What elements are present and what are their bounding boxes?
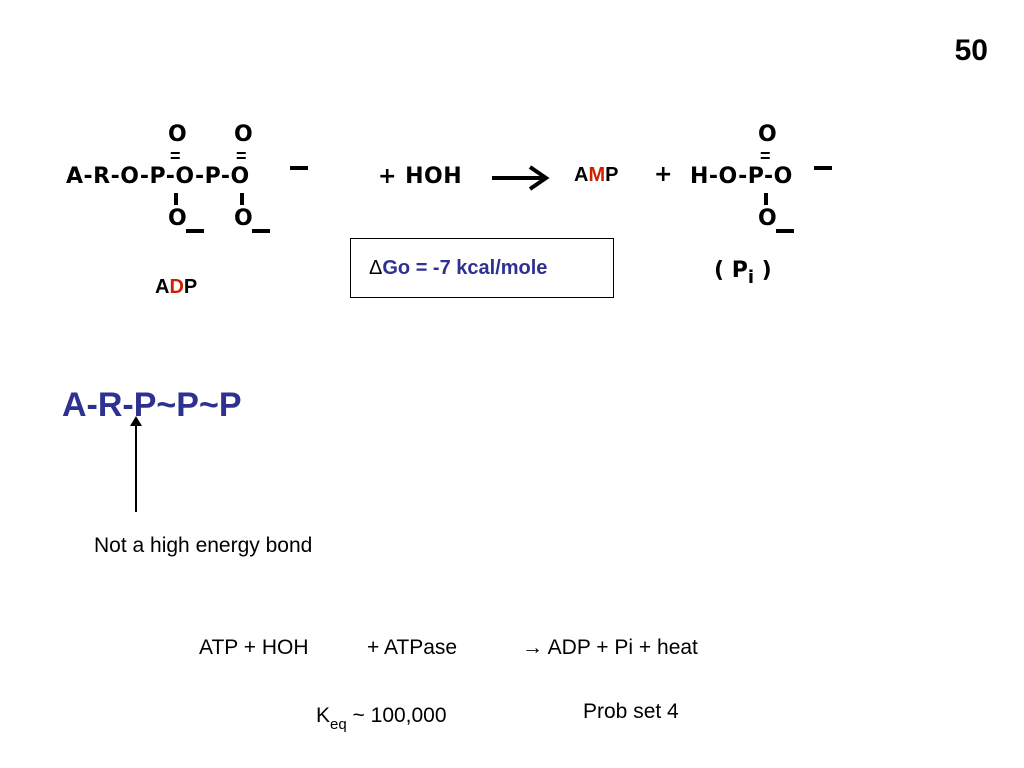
atp-chain: A-R-P~P~P: [62, 386, 242, 424]
adp-main-chain: A-R-O-P-O-P-O: [66, 164, 250, 189]
pointer-arrow-head: [130, 416, 142, 426]
pi-single-bond: [764, 193, 768, 205]
product-amp: AMP: [574, 164, 619, 186]
double-bond-1: =: [170, 146, 181, 166]
adp-oxygen-bottom-1: O: [168, 206, 188, 231]
equation-part2: + ATPase: [367, 636, 458, 659]
pi-minus: [776, 229, 794, 233]
minus-1: [186, 229, 204, 233]
pi-chain: H-O-P-O: [690, 164, 793, 189]
slide-number: 50: [954, 34, 988, 67]
adp-charge-minus: [290, 166, 308, 170]
plus-sign: +: [654, 162, 673, 187]
pi-oxygen-bottom: O: [758, 206, 778, 231]
delta-g-box: ΔGo = -7 kcal/mole: [350, 238, 614, 298]
adp-oxygen-top-1: O: [168, 122, 188, 147]
reactant-hoh: + HOH: [378, 164, 463, 189]
adp-label: ADP: [155, 276, 198, 298]
pi-label: ( Pi ): [714, 258, 772, 288]
adp-oxygen-top-2: O: [234, 122, 254, 147]
double-bond-2: =: [236, 146, 247, 166]
pi-double-bond: =: [760, 146, 771, 166]
equation-part1: ATP + HOH: [199, 636, 309, 659]
adp-oxygen-bottom-2: O: [234, 206, 254, 231]
keq-text: Keq ~ 100,000: [316, 704, 447, 733]
prob-set-text: Prob set 4: [583, 700, 679, 723]
pi-oxygen-top: O: [758, 122, 778, 147]
minus-2: [252, 229, 270, 233]
pointer-arrow-line: [135, 424, 137, 512]
delta-g-text: ΔGo = -7 kcal/mole: [369, 257, 548, 279]
reaction-arrow-icon: [492, 165, 550, 191]
single-bond-2: [240, 193, 244, 205]
pi-charge-minus: [814, 166, 832, 170]
equation-part3: → ADP + Pi + heat: [522, 636, 698, 659]
single-bond-1: [174, 193, 178, 205]
note-text: Not a high energy bond: [94, 534, 313, 557]
